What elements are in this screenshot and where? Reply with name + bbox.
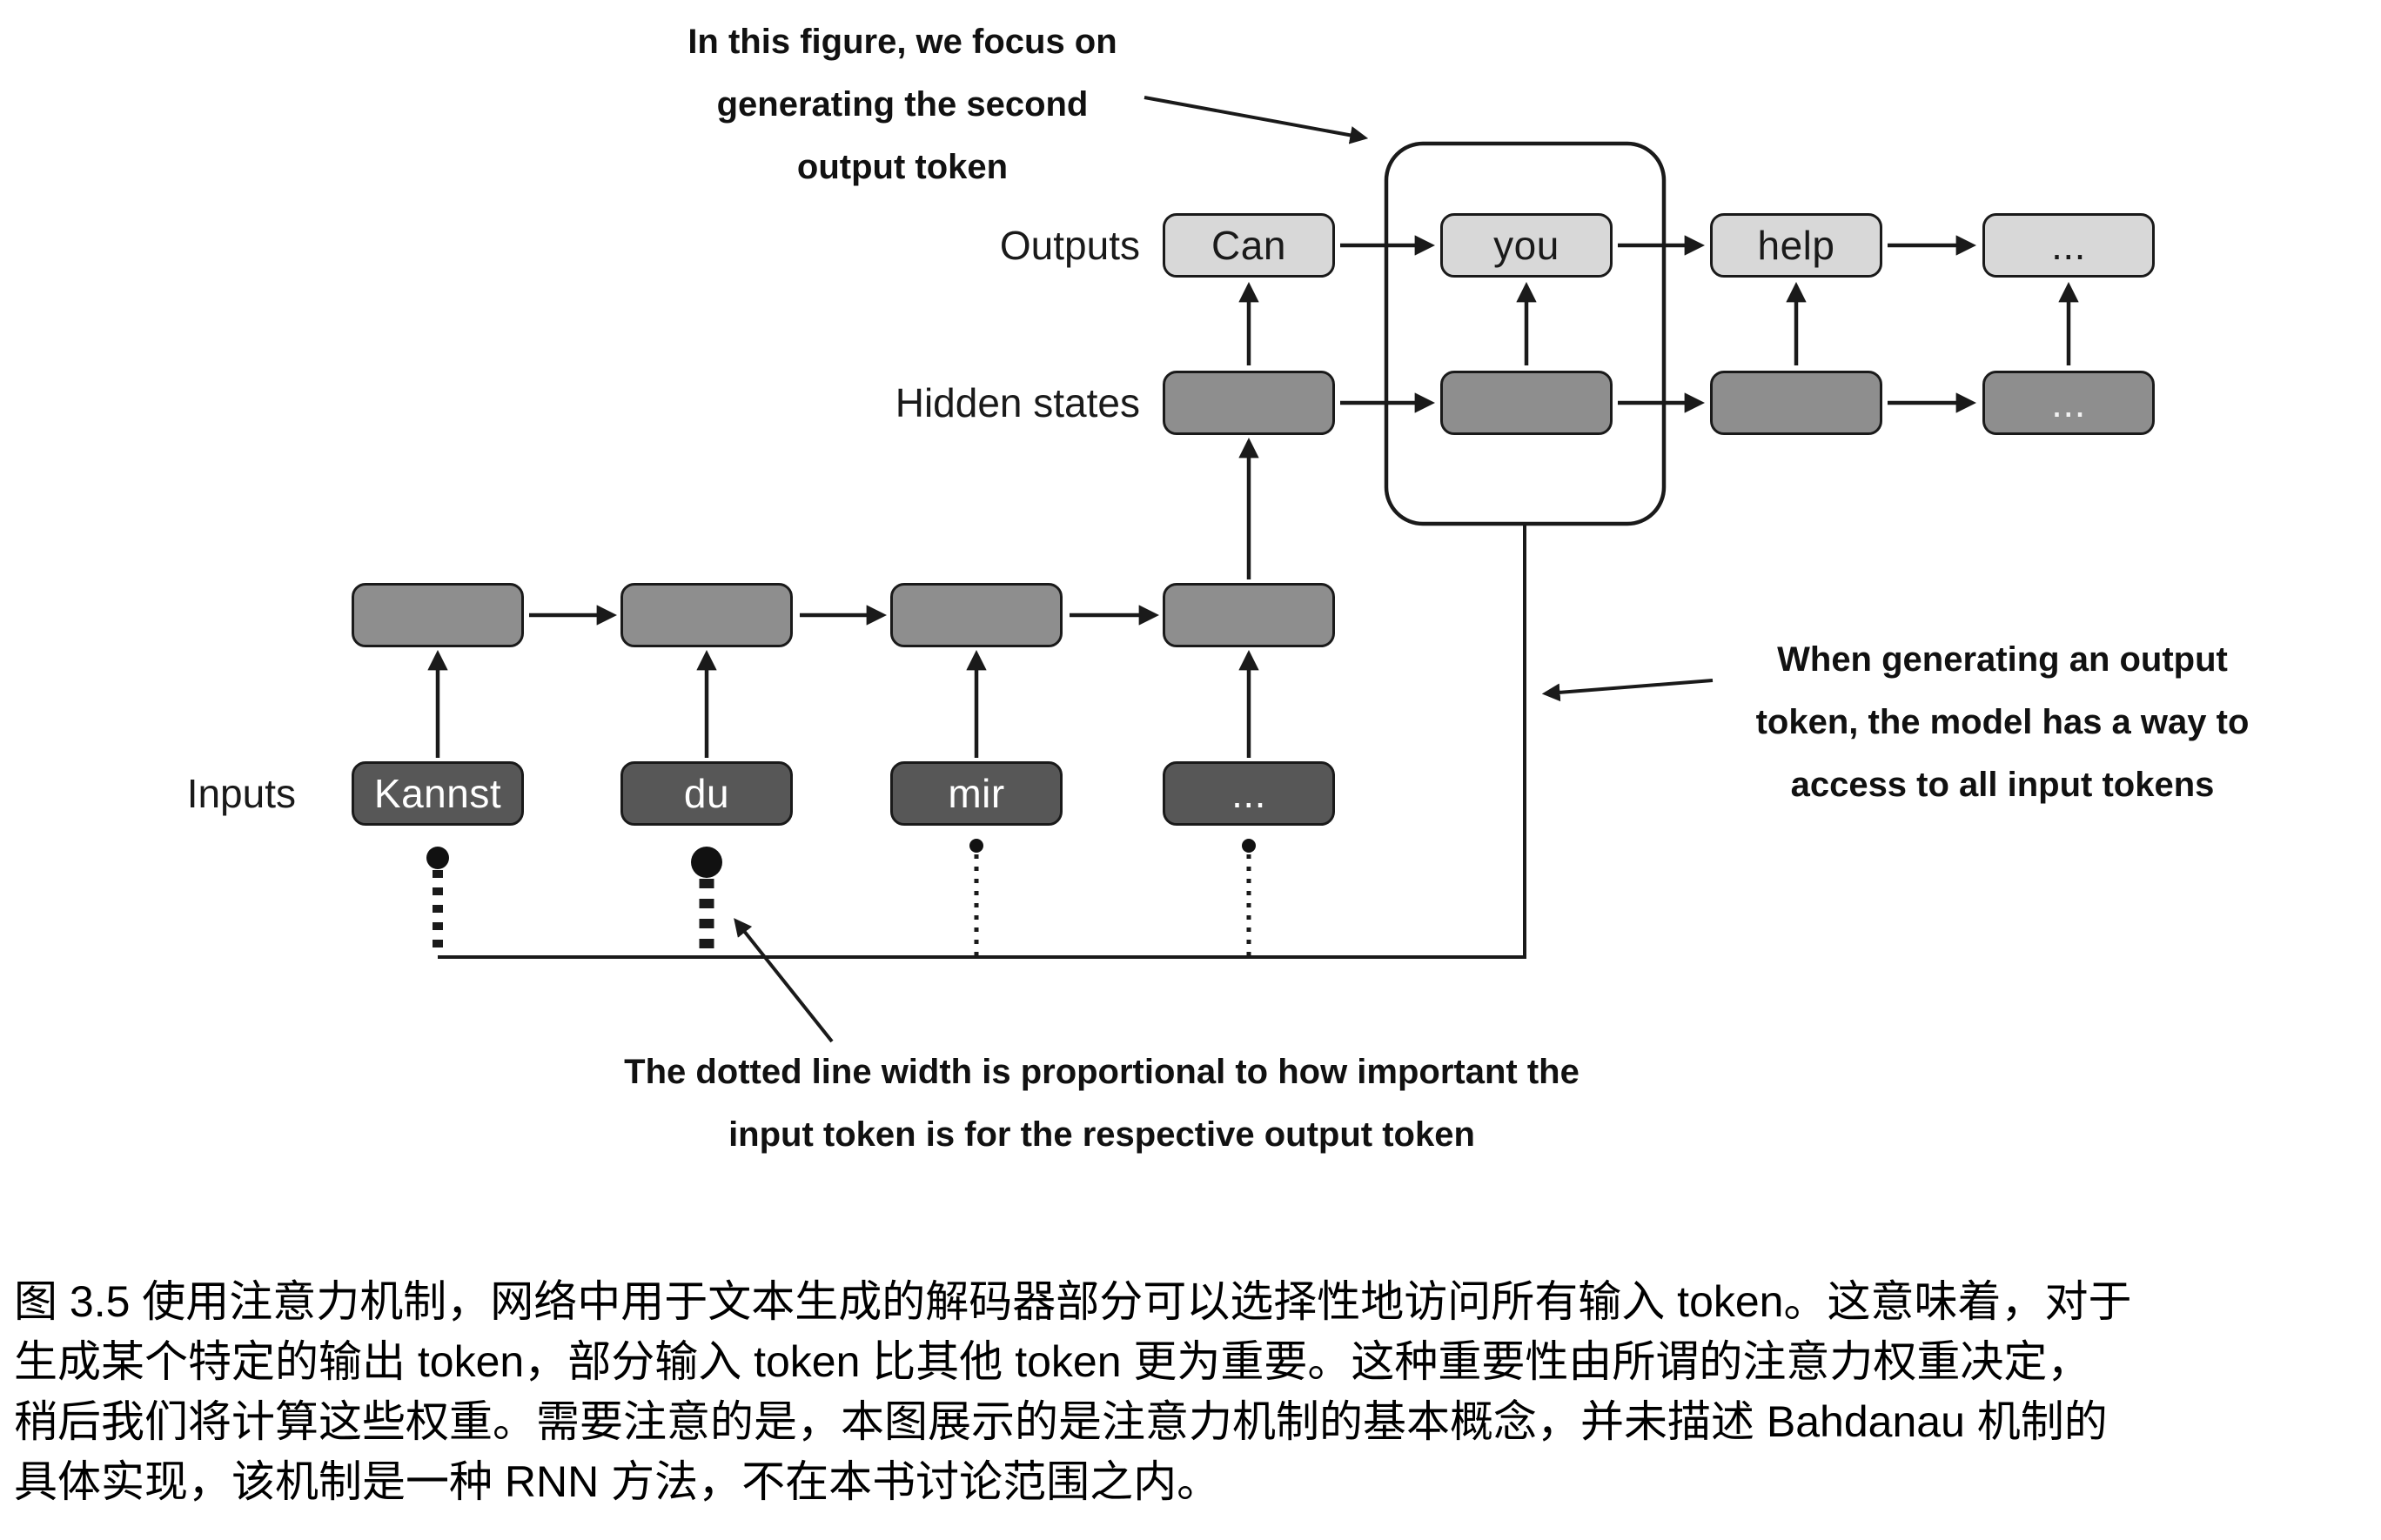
- input-token-box-ellipsis: ...: [1163, 761, 1335, 826]
- top-annotation: In this figure, we focus on generating t…: [598, 10, 1207, 198]
- attention-dotted-lines: [433, 854, 1251, 955]
- hidden-state-box-ellipsis: ...: [1982, 371, 2155, 435]
- top-annotation-line: In this figure, we focus on: [687, 23, 1117, 61]
- top-annotation-arrow: [1144, 96, 1369, 144]
- right-annotation-arrow: [1541, 679, 1714, 702]
- hidden-state-box-3: [1710, 371, 1882, 435]
- bottom-annotation: The dotted line width is proportional to…: [536, 1041, 1667, 1166]
- right-annotation: When generating an output token, the mod…: [1689, 628, 2316, 816]
- right-annotation-line: token, the model has a way to: [1755, 703, 2250, 741]
- output-token-box-help: help: [1710, 213, 1882, 278]
- encoder-state-box-4: [1163, 583, 1335, 647]
- right-annotation-line: When generating an output: [1777, 640, 2228, 679]
- output-token-box-can: Can: [1163, 213, 1335, 278]
- attention-connector-line: [438, 526, 1526, 959]
- bottom-annotation-line: input token is for the respective output…: [728, 1115, 1475, 1154]
- figure-caption: 图 3.5 使用注意力机制，网络中用于文本生成的解码器部分可以选择性地访问所有输…: [14, 1272, 2132, 1512]
- encoder-state-box-3: [890, 583, 1063, 647]
- hidden-to-output-arrows: [1238, 281, 2079, 365]
- output-token-box-you: you: [1440, 213, 1613, 278]
- caption-line: 图 3.5 使用注意力机制，网络中用于文本生成的解码器部分可以选择性地访问所有输…: [14, 1277, 2132, 1326]
- hidden-state-box-2: [1440, 371, 1613, 435]
- caption-line: 生成某个特定的输出 token，部分输入 token 比其他 token 更为重…: [14, 1337, 2091, 1386]
- input-token-box-du: du: [620, 761, 793, 826]
- encoder-state-box-1: [352, 583, 524, 647]
- hidden-state-box-1: [1163, 371, 1335, 435]
- top-annotation-line: generating the second: [716, 85, 1089, 124]
- output-token-box-ellipsis: ...: [1982, 213, 2155, 278]
- top-annotation-line: output token: [796, 148, 1009, 186]
- input-token-box-mir: mir: [890, 761, 1063, 826]
- outputs-row-label: Outputs: [999, 223, 1140, 268]
- hidden-states-row-label: Hidden states: [895, 380, 1140, 425]
- encoder-state-box-2: [620, 583, 793, 647]
- caption-line: 具体实现，该机制是一种 RNN 方法，不在本书讨论范围之内。: [14, 1457, 1221, 1506]
- inputs-row-label: Inputs: [186, 771, 296, 816]
- bottom-annotation-line: The dotted line width is proportional to…: [624, 1053, 1580, 1091]
- input-to-encoder-arrows: [427, 649, 1259, 758]
- focus-highlight-box: [1384, 141, 1667, 526]
- input-token-box-kannst: Kannst: [352, 761, 524, 826]
- attention-weight-dots: [426, 839, 1256, 878]
- annotation-arrows: [734, 96, 1714, 1043]
- right-annotation-line: access to all input tokens: [1790, 766, 2215, 804]
- bottom-annotation-arrow: [734, 918, 834, 1043]
- caption-line: 稍后我们将计算这些权重。需要注意的是，本图展示的是注意力机制的基本概念，并未描述…: [14, 1397, 2108, 1446]
